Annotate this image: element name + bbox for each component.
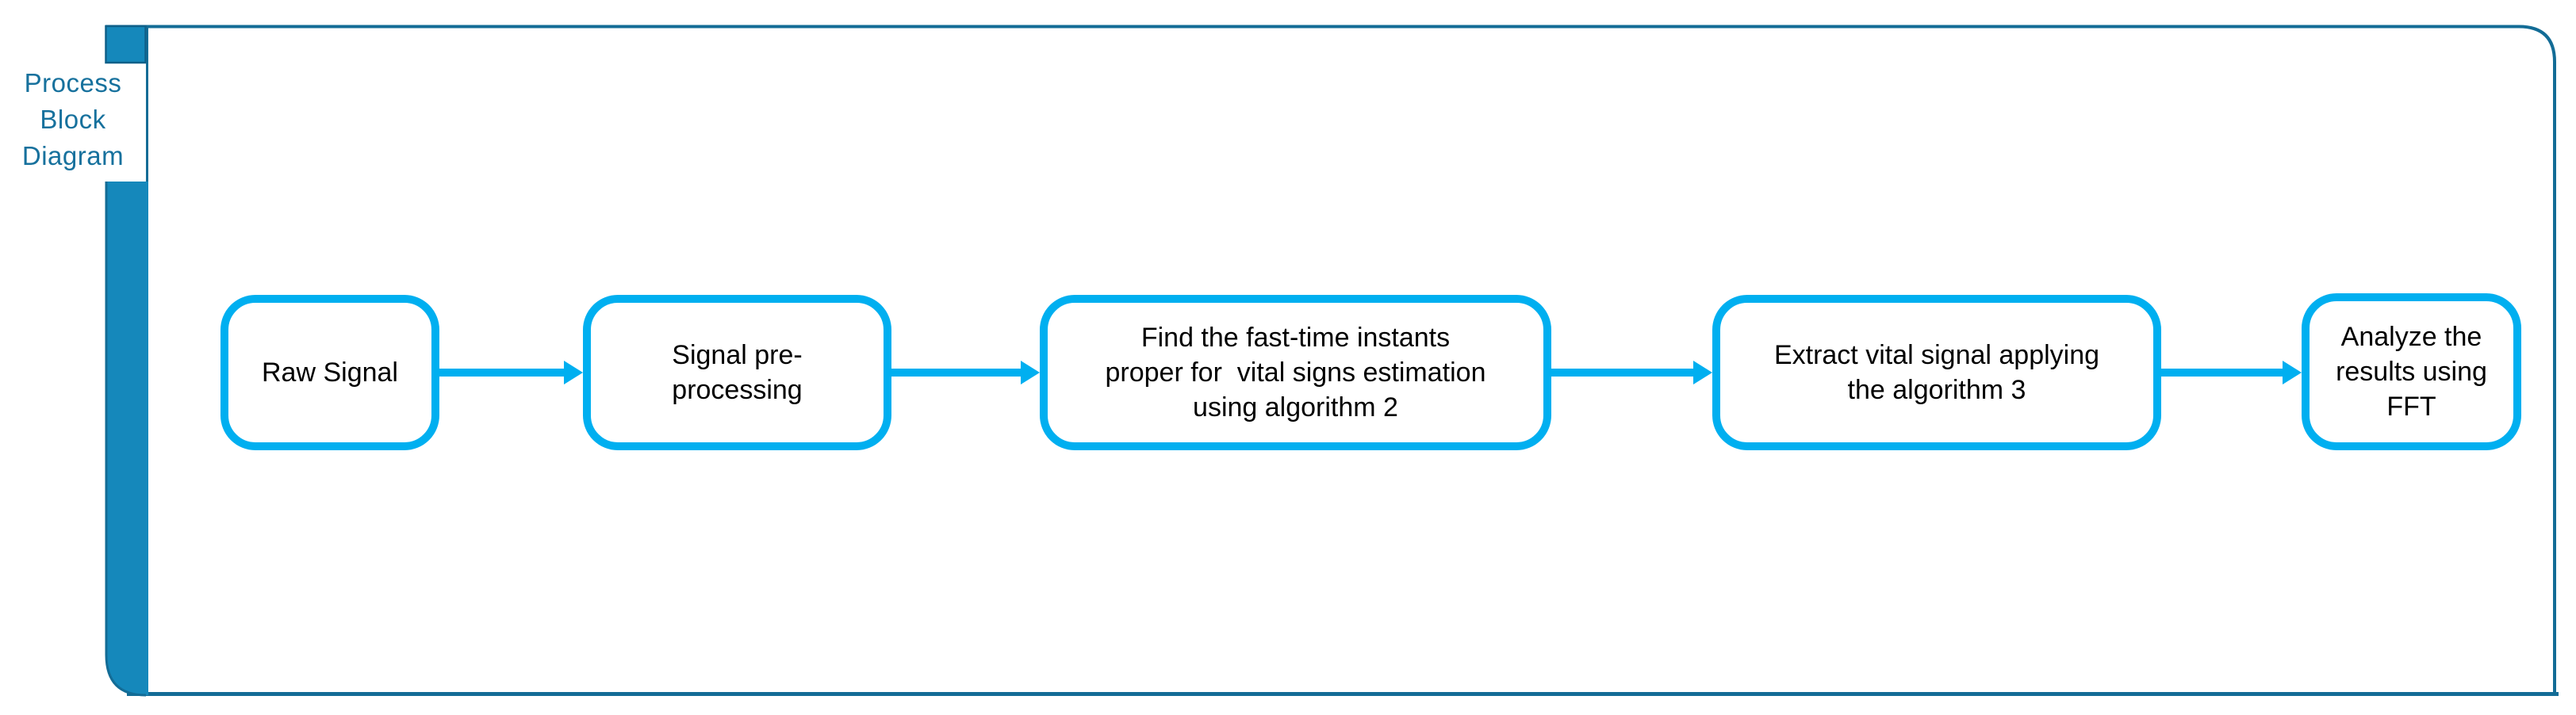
- step-node-label: Extract vital signal applying the algori…: [1773, 340, 2100, 405]
- arrowhead-right-icon: [1693, 361, 1712, 384]
- frame-title: Process Block Diagram: [21, 68, 125, 170]
- step-node-find-fast-time-instants: Find the fast-time instants proper for v…: [1040, 295, 1551, 450]
- flow-arrow-4: [2160, 357, 2302, 388]
- frame-spine-bar: [106, 182, 148, 695]
- frame-outline: [105, 25, 2556, 694]
- step-node-label: Signal pre- processing: [672, 340, 803, 405]
- step-node-label: Analyze the results using FFT: [2336, 322, 2487, 422]
- flow-arrow-2: [891, 357, 1040, 388]
- arrow-shaft: [891, 369, 1024, 377]
- flow-arrow-1: [439, 357, 583, 388]
- flow-arrow-3: [1551, 357, 1712, 388]
- arrow-shaft: [1551, 369, 1696, 377]
- arrow-shaft: [2160, 369, 2286, 377]
- step-node-analyze-results-fft: Analyze the results using FFT: [2302, 293, 2521, 450]
- step-node-raw-signal: Raw Signal: [220, 295, 439, 450]
- frame-spine-bar-outline: [105, 182, 147, 697]
- arrowhead-right-icon: [564, 361, 583, 384]
- step-node-extract-vital-signal: Extract vital signal applying the algori…: [1712, 295, 2161, 450]
- step-node-signal-pre-processing: Signal pre- processing: [583, 295, 891, 450]
- frame-spine-tab: [105, 25, 147, 64]
- step-node-label: Raw Signal: [262, 358, 398, 388]
- arrow-shaft: [439, 369, 567, 377]
- arrowhead-right-icon: [1021, 361, 1040, 384]
- arrowhead-right-icon: [2283, 361, 2302, 384]
- step-node-label: Find the fast-time instants proper for v…: [1105, 323, 1486, 422]
